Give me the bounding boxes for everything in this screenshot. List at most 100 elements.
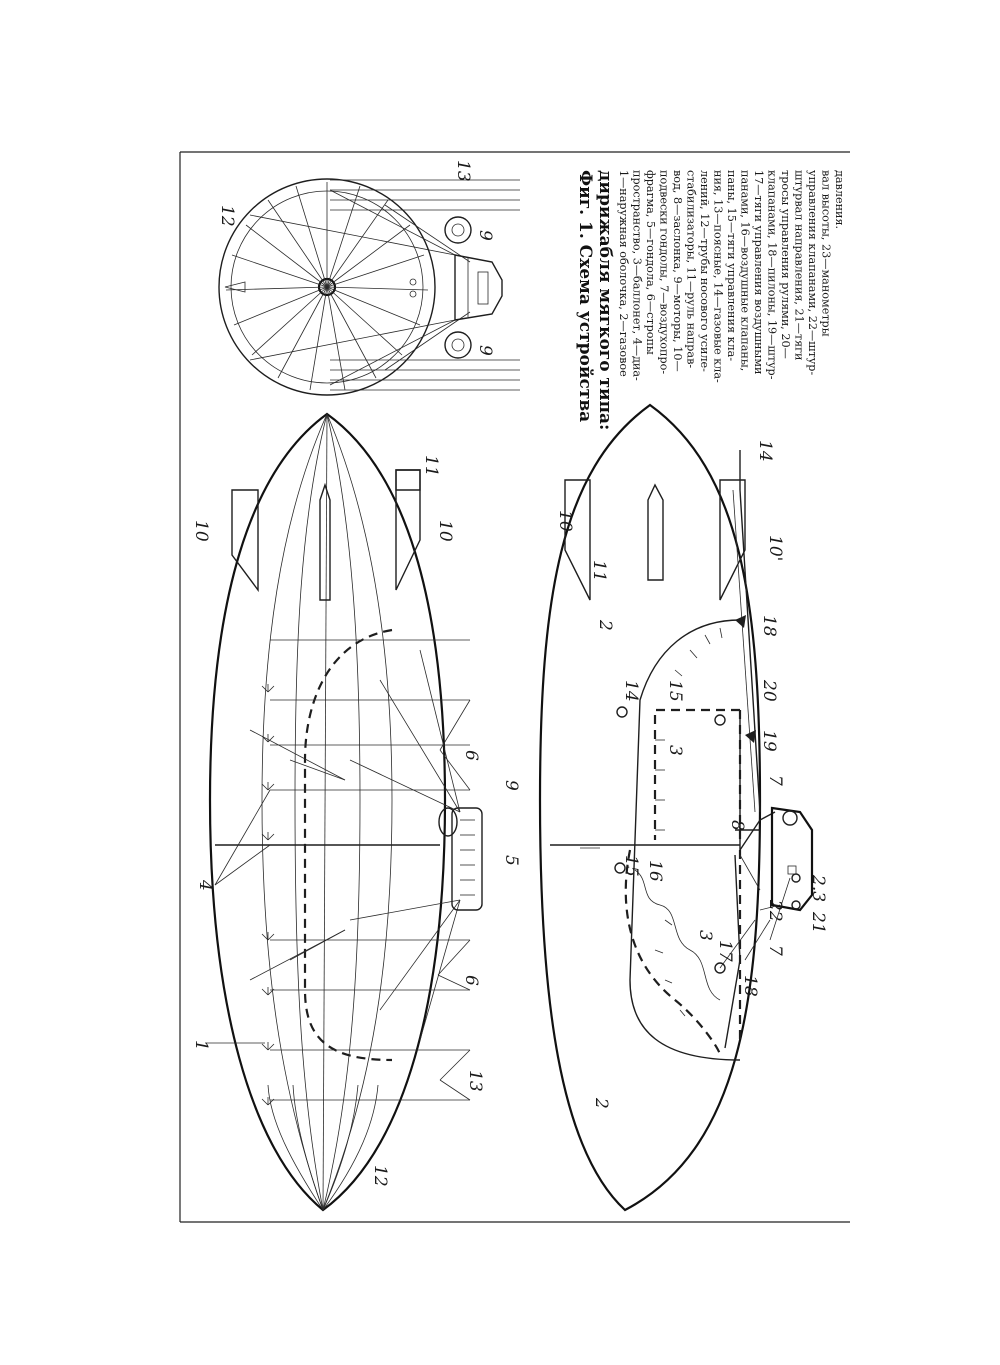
section-air-valve-lower — [714, 962, 726, 974]
section-air-valve-upper — [714, 714, 726, 726]
caption-body-line: лений, 12—трубы носового усиле- — [698, 170, 711, 372]
caption-body-line: паны, 15—тяги управления кла- — [725, 170, 738, 361]
section-pylon-rear — [735, 615, 746, 628]
plan-gondola-ribs — [460, 819, 475, 896]
callout-front-12: 12 — [217, 205, 237, 227]
caption-title-line-1: Фиг. 1. Схема устройства — [575, 170, 595, 422]
section-callouts: 2 2 3 3 7 7 8 10 10' 11 14 14 15 15 16 1… — [555, 440, 828, 1109]
plan-batten-4 — [322, 413, 361, 1211]
callout-sec-10prime: 11 — [589, 560, 609, 582]
section-valve-rod-21 — [739, 854, 761, 891]
callout-plan-10a: 10 — [191, 520, 211, 542]
section-air-duct-lower — [724, 854, 741, 1049]
callout-sec-11: 14 — [755, 440, 775, 462]
callout-sec-17: 18 — [740, 975, 760, 997]
callout-sec-7b: 7 — [765, 945, 785, 956]
section-engine — [782, 810, 798, 826]
callout-sec-18a: 18 — [759, 615, 779, 637]
callout-sec-2a: 2 — [595, 619, 615, 631]
section-gondola-gauge — [787, 865, 797, 875]
callout-sec-22: 2.3 — [808, 874, 828, 902]
plan-engine-pod — [438, 807, 458, 837]
section-gas-valve-upper — [616, 706, 628, 718]
callout-sec-14b: 15 — [621, 855, 641, 877]
plan-tail-cone — [319, 482, 331, 601]
callout-plan-6a: 6 — [461, 750, 481, 761]
callout-sec-19: 20 — [759, 679, 779, 702]
caption-body-line: панами, 16—воздушные клапаны, — [739, 170, 752, 371]
plan-nose-tubes — [267, 1084, 379, 1211]
callout-sec-15a: 15 — [665, 680, 685, 702]
caption-body-line: штурвал направления, 21—тяги — [793, 170, 806, 360]
section-fin-left — [564, 479, 591, 601]
callout-plan-9: 9 — [501, 780, 521, 791]
front-engine-upper-inner — [451, 223, 465, 237]
section-ballonet-wave — [634, 869, 721, 1001]
plan-batten-2 — [322, 413, 393, 1211]
section-control-cable — [739, 489, 761, 813]
section-view-figure — [538, 403, 814, 1212]
front-gondola-window — [477, 271, 489, 305]
callout-sec-20: 21 — [808, 911, 828, 934]
caption-body-line: клапанами, 18—пилоны, 19—штур- — [766, 170, 779, 380]
caption-body-line: пространство, 3—баллонет, 4—диа- — [631, 170, 644, 381]
section-ballonet-upper — [653, 708, 740, 840]
plan-fin-left — [231, 489, 259, 593]
front-port-2 — [409, 290, 417, 298]
plan-callouts: 1 4 5 6 6 9 10 10 11 12 13 — [191, 455, 521, 1187]
front-engine-lower — [444, 331, 472, 359]
plan-suspension-fan — [249, 649, 461, 1041]
caption-body: 1—наружная оболочка, 2—газовое пространс… — [617, 170, 846, 383]
plan-anchor-marks — [261, 684, 275, 1106]
plan-belt-lines — [270, 639, 470, 1101]
plan-callout-leaders — [205, 699, 471, 1101]
callout-sec-18b: 19 — [759, 730, 779, 752]
caption-body-line: 17—тяги управления воздушными — [752, 170, 765, 375]
plan-batten-1 — [261, 413, 328, 1211]
caption-body-line: давления. — [833, 170, 846, 229]
section-air-duct — [739, 811, 776, 851]
callout-plan-6b: 6 — [461, 975, 481, 986]
front-suspension-lines — [249, 189, 471, 386]
callout-front-9b: 9 — [475, 345, 495, 356]
front-port-1 — [409, 278, 417, 286]
callout-sec-10b: 10' — [765, 535, 785, 561]
caption-body-line: стабилизаторы, 11—руль направ- — [685, 170, 698, 368]
callout-front-13: 13 — [453, 160, 473, 182]
section-fin-right — [719, 479, 746, 601]
callout-plan-1: 1 — [191, 1040, 211, 1051]
caption-body-line: ния, 13—поясные, 14—газовые кла- — [712, 170, 725, 383]
section-tail-cone — [647, 483, 664, 581]
callout-sec-14a: 14 — [621, 680, 641, 702]
section-pylon-front — [745, 730, 756, 743]
plan-batten-3 — [294, 413, 328, 1211]
callout-sec-10a: 10 — [555, 510, 575, 532]
plan-centerline — [322, 413, 328, 1211]
callout-plan-5: 5 — [501, 855, 521, 866]
caption-body-line: фрагма, 5—гондола, 6—стропы — [644, 170, 657, 355]
caption-body-line: вод, 8—заслонка, 9—моторы, 10— — [671, 170, 684, 372]
front-fin-outline — [224, 281, 246, 293]
section-valve-rod-17 — [719, 919, 756, 969]
callout-plan-10b: 10 — [435, 520, 455, 542]
front-callouts: 12 13 9 9 — [217, 160, 495, 356]
caption-body-line: тросы управления рулями, 20— — [779, 170, 792, 359]
callout-sec-8: 8 — [727, 820, 747, 831]
caption-title-line-2: дирижабля мягкого типа: — [595, 170, 615, 430]
callout-sec-3b: 3 — [695, 930, 715, 941]
section-ballonet-lower — [624, 849, 722, 1056]
callout-plan-11: 11 — [421, 455, 441, 477]
callout-sec-16: 17 — [715, 940, 735, 962]
front-view-figure — [218, 178, 520, 396]
caption-body-line: вал высоты, 23—манометры — [820, 170, 833, 337]
callout-sec-2b: 2 — [591, 1097, 611, 1109]
figure-caption: Фиг. 1. Схема устройства дирижабля мягко… — [575, 170, 846, 430]
section-gondola-wheel-22 — [791, 873, 801, 883]
front-nose-battens — [225, 182, 429, 391]
callout-sec-21: 22 — [765, 899, 785, 922]
section-gas-ticks — [654, 627, 723, 1017]
callout-plan-12: 12 — [370, 1165, 390, 1187]
front-envelope-circle — [218, 178, 436, 396]
caption-body-line: 1—наружная оболочка, 2—газовое — [617, 170, 630, 377]
